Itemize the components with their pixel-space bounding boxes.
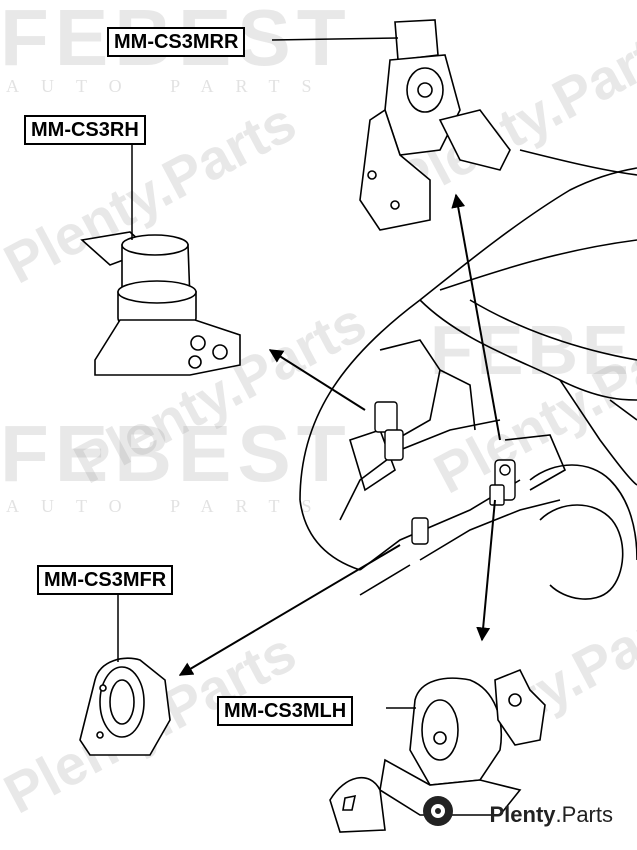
car-body-drawing bbox=[299, 149, 637, 600]
right-mount-drawing bbox=[80, 231, 241, 376]
front-mount-drawing bbox=[79, 657, 171, 756]
arrows bbox=[178, 193, 501, 676]
rear-mount-drawing bbox=[359, 19, 511, 231]
leader-lines bbox=[117, 37, 416, 709]
gear-disc-icon bbox=[423, 796, 453, 826]
part-label-left: MM-CS3MLH bbox=[217, 696, 354, 726]
logo-brand-rest: .Parts bbox=[555, 802, 613, 827]
arrow-to-front-mount bbox=[178, 544, 401, 676]
engine-bay-mounts bbox=[374, 401, 516, 545]
part-label-right: MM-CS3RH bbox=[24, 115, 146, 145]
arrow-to-rear-mount bbox=[451, 193, 501, 441]
arrow-to-right-mount bbox=[268, 349, 366, 411]
part-label-front: MM-CS3MFR bbox=[37, 565, 174, 595]
logo-brand-bold: Plenty bbox=[489, 802, 556, 827]
left-mount-drawing bbox=[329, 668, 546, 833]
part-label-rear: MM-CS3MRR bbox=[107, 27, 246, 57]
site-logo: Plenty.Parts bbox=[452, 802, 614, 828]
arrow-to-left-mount bbox=[476, 499, 496, 642]
